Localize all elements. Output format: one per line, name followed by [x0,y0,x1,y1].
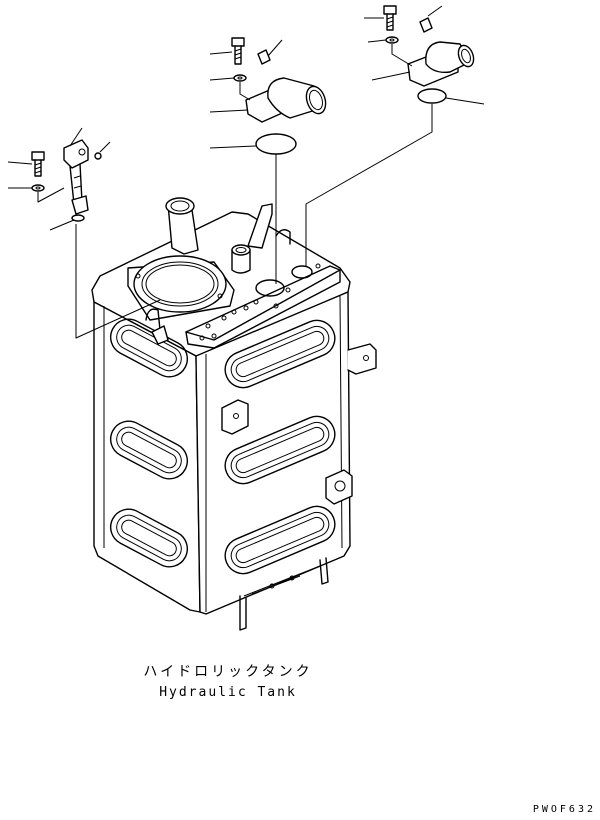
exploded-parts-left [7,127,161,339]
filler-neck [165,197,199,255]
tank-right-panels [224,319,336,575]
caption-japanese: ハイドロリックタンク [143,664,312,680]
lifting-hooks [145,203,291,345]
drawing-code: PWOF632 [533,804,596,815]
mounting-plate [185,263,341,349]
caption-english: Hydraulic Tank [159,685,297,700]
exploded-parts-center [209,37,327,284]
top-boss [231,244,251,274]
tank-side-brackets [221,343,377,631]
exploded-parts-right [305,5,485,266]
strainer-ring [127,255,235,321]
